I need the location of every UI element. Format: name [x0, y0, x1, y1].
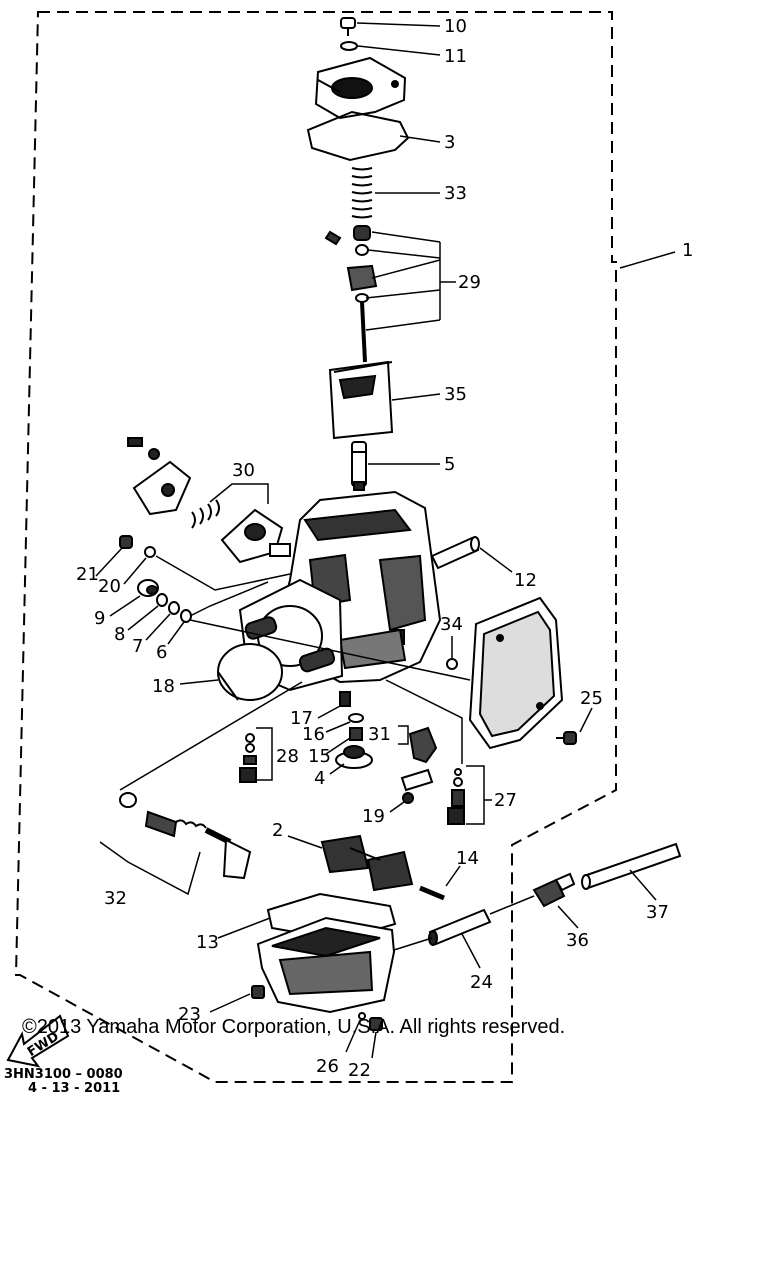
part-13-gasket: [266, 892, 397, 942]
label-33: 33: [444, 183, 467, 204]
part-3-gasket: [306, 110, 410, 162]
label-28: 28: [276, 746, 299, 767]
part-33-spring: [351, 167, 373, 219]
label-22: 22: [348, 1060, 371, 1081]
label-4: 4: [314, 768, 325, 789]
label-20: 20: [98, 576, 121, 597]
part-23-drain-screw: [251, 985, 265, 999]
part-21-screw: [119, 535, 133, 549]
part-8-oring: [156, 593, 168, 607]
label-7: 7: [132, 636, 143, 657]
label-37: 37: [646, 902, 669, 923]
label-1: 1: [682, 240, 693, 261]
part-14-pin: [419, 885, 445, 901]
label-27: 27: [494, 790, 517, 811]
label-26: 26: [316, 1056, 339, 1077]
part-26-oring: [358, 1012, 366, 1020]
part-29-needle-set: [324, 225, 378, 363]
part-25-screw: [556, 731, 577, 745]
part-22-screw: [369, 1017, 383, 1031]
part-5-needle-jet: [351, 441, 367, 491]
part-12-pipe: [430, 536, 480, 570]
leader-29: [365, 231, 456, 331]
part-9-plug: [137, 579, 159, 597]
label-30: 30: [232, 460, 255, 481]
float-bowl: [256, 916, 396, 1014]
assembly-boundary: [14, 11, 617, 1083]
label-9: 9: [94, 608, 105, 629]
part-31-valve: [400, 726, 438, 792]
part-37-hose: [581, 842, 682, 890]
part-16-washer: [348, 713, 364, 723]
part-11-washer: [340, 41, 358, 51]
part-28-pilot-screw: [239, 733, 257, 783]
drawing-code: 3HN3100 – 0080: [4, 1067, 123, 1082]
part-17-jet: [339, 691, 351, 707]
label-29: 29: [458, 272, 481, 293]
part-24-pipe: [428, 908, 492, 946]
float-chamber-cover: [468, 596, 564, 750]
part-4-holder: [335, 745, 373, 769]
enricher-cover: [127, 437, 192, 516]
part-2-float: [320, 834, 414, 892]
part-27-screw-set: [447, 768, 465, 825]
label-17: 17: [290, 708, 313, 729]
label-36: 36: [566, 930, 589, 951]
assembly-leader: [619, 251, 676, 269]
label-6: 6: [156, 642, 167, 663]
label-32: 32: [104, 888, 127, 909]
part-34-ball: [446, 658, 458, 670]
label-24: 24: [470, 972, 493, 993]
label-2: 2: [272, 820, 283, 841]
label-8: 8: [114, 624, 125, 645]
label-34: 34: [440, 614, 463, 635]
part-35-throttle-valve: [328, 360, 394, 440]
part-20-washer: [144, 546, 156, 558]
label-25: 25: [580, 688, 603, 709]
throttle-shaft-line: [189, 619, 471, 681]
drawing-date: 4 - 13 - 2011: [28, 1081, 120, 1096]
label-18: 18: [152, 676, 175, 697]
part-19-clip: [402, 792, 414, 804]
label-12: 12: [514, 570, 537, 591]
label-19: 19: [362, 806, 385, 827]
part-7-washer: [168, 601, 180, 615]
part-36-fitting: [532, 872, 576, 908]
part-10-screw: [340, 17, 356, 36]
top-cover: [314, 56, 407, 120]
label-16: 16: [302, 724, 325, 745]
part-15-jet: [349, 727, 363, 741]
copyright-notice: ©2013 Yamaha Motor Corporation, U.S.A. A…: [22, 1016, 566, 1038]
carburetor-exploded-diagram: 1 10 11 3 33 29: [4, 11, 693, 1096]
label-31: 31: [368, 724, 391, 745]
label-13: 13: [196, 932, 219, 953]
label-15: 15: [308, 746, 331, 767]
label-35: 35: [444, 384, 467, 405]
label-21: 21: [76, 564, 99, 585]
label-10: 10: [444, 16, 467, 37]
label-5: 5: [444, 454, 455, 475]
part-30-enricher: [191, 499, 291, 564]
label-14: 14: [456, 848, 479, 869]
label-3: 3: [444, 132, 455, 153]
label-11: 11: [444, 46, 467, 67]
part-18-cap: [217, 643, 283, 701]
label-23: 23: [178, 1004, 201, 1025]
part-32-throttle-stop: [119, 792, 252, 880]
part-6-oring: [180, 609, 192, 623]
